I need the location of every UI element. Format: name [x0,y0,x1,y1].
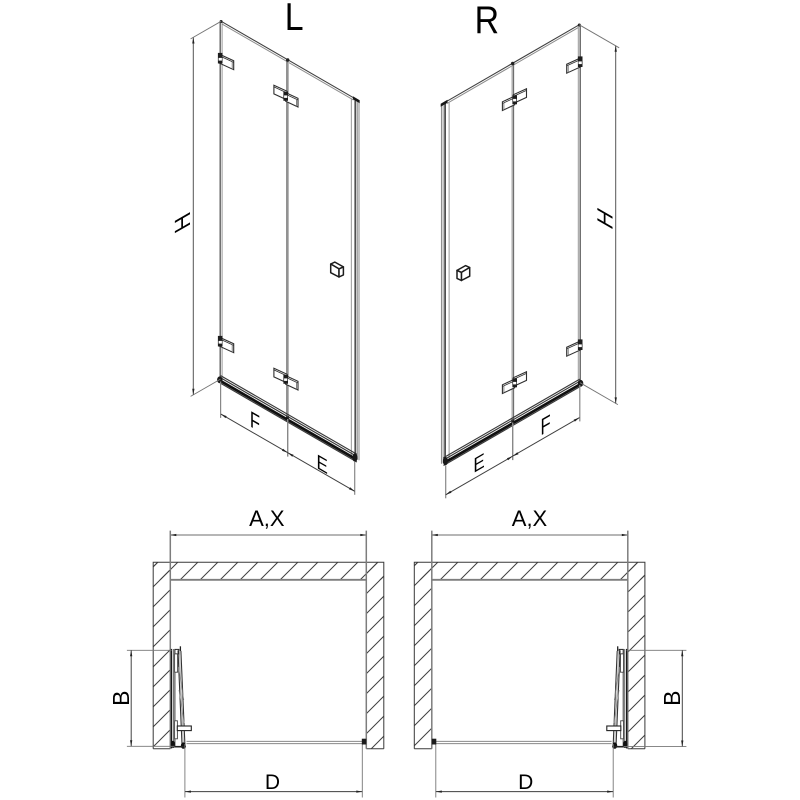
svg-text:B: B [659,691,685,706]
svg-text:A,X: A,X [249,506,285,531]
svg-text:R: R [475,0,499,41]
svg-text:B: B [108,691,134,706]
svg-text:E: E [317,451,328,480]
svg-text:A,X: A,X [512,506,548,531]
svg-text:D: D [518,771,533,794]
svg-text:D: D [265,771,280,794]
svg-text:L: L [285,0,304,38]
svg-text:F: F [250,407,260,438]
svg-text:E: E [473,449,484,478]
svg-text:F: F [540,410,550,441]
